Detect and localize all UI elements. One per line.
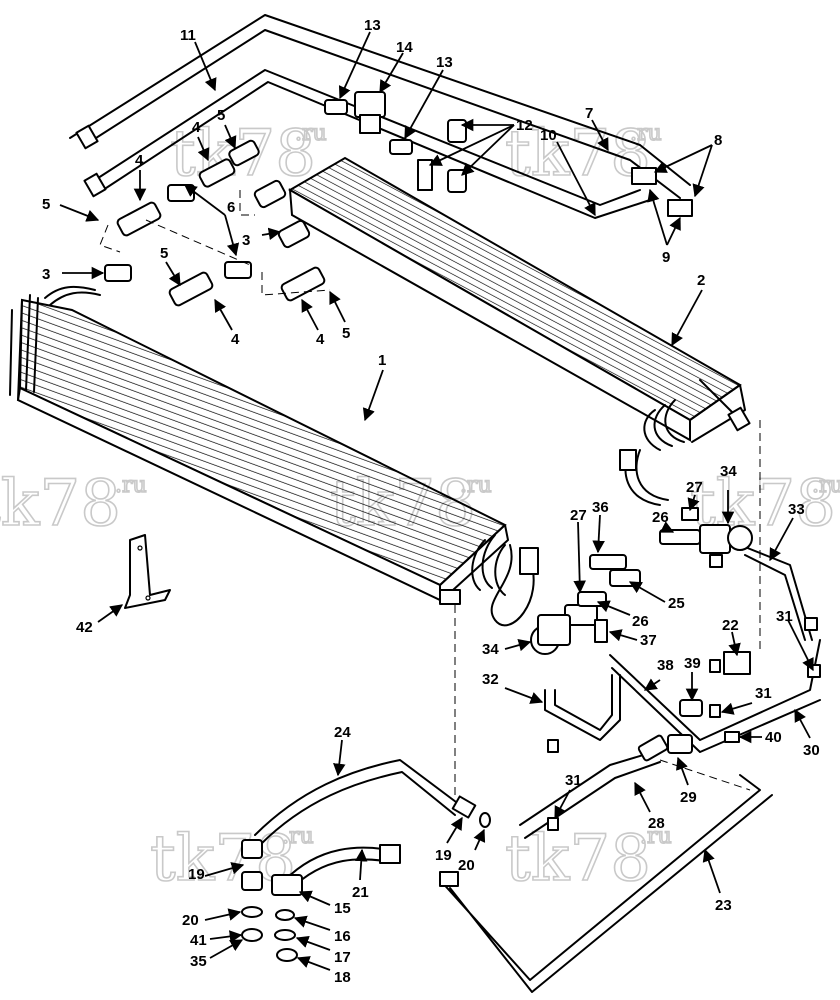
callout-23: 23	[715, 897, 732, 914]
callout-31: 31	[776, 608, 793, 625]
callout-31: 31	[565, 772, 582, 789]
callout-31: 31	[755, 685, 772, 702]
watermark-ru: .ru	[282, 824, 314, 849]
mounting-bracket	[124, 534, 171, 609]
callout-37: 37	[640, 632, 657, 649]
callout-group: 1 2 3 3 4 4 4 4 5 5 5 5 6	[42, 17, 820, 986]
callout-30: 30	[803, 742, 820, 759]
callout-28: 28	[648, 815, 665, 832]
callout-39: 39	[684, 655, 701, 672]
callout-5: 5	[160, 245, 168, 262]
callout-8: 8	[714, 132, 722, 149]
callout-13: 13	[436, 54, 453, 71]
callout-4: 4	[231, 331, 240, 348]
callout-21: 21	[352, 884, 369, 901]
callout-19: 19	[435, 847, 452, 864]
fastener-stacks	[241, 812, 491, 962]
lower-refrigerant-lines	[254, 420, 821, 993]
callout-12: 12	[516, 117, 533, 134]
callout-14: 14	[396, 39, 413, 56]
valve-cluster	[530, 507, 821, 831]
callout-18: 18	[334, 969, 351, 986]
callout-41: 41	[190, 932, 207, 949]
callout-42: 42	[76, 619, 93, 636]
callout-3: 3	[242, 232, 250, 249]
watermark-ru: .ru	[640, 824, 672, 849]
callout-5: 5	[217, 107, 225, 124]
callout-11: 11	[180, 27, 196, 44]
watermark-ru: .ru	[460, 473, 492, 498]
callout-6: 6	[227, 199, 235, 216]
callout-19: 19	[188, 866, 205, 883]
callout-1: 1	[378, 352, 386, 369]
watermark-layer: tk78 .ru tk78 .ru tk78 .ru tk78 .ru tk78…	[0, 116, 840, 897]
callout-5: 5	[342, 325, 350, 342]
watermark-ru: .ru	[115, 473, 147, 498]
callout-32: 32	[482, 671, 499, 688]
callout-24: 24	[334, 724, 351, 741]
watermark-ru: .ru	[295, 121, 327, 146]
callout-40: 40	[765, 729, 782, 746]
callout-13: 13	[364, 17, 381, 34]
callout-33: 33	[788, 501, 805, 518]
callout-22: 22	[722, 617, 739, 634]
rear-evaporator-coil	[288, 156, 751, 506]
callout-26: 26	[632, 613, 649, 630]
callout-4: 4	[135, 152, 144, 169]
callout-38: 38	[657, 657, 674, 674]
callout-34: 34	[720, 463, 737, 480]
callout-35: 35	[190, 953, 207, 970]
callout-3: 3	[42, 266, 50, 283]
callout-9: 9	[662, 249, 670, 266]
callout-5: 5	[42, 196, 50, 213]
watermark-tk78: tk78	[505, 822, 651, 896]
watermark-tk78: tk78	[0, 467, 121, 541]
callout-2: 2	[697, 272, 705, 289]
callout-27: 27	[570, 507, 587, 524]
callout-4: 4	[192, 119, 201, 136]
callout-29: 29	[680, 789, 697, 806]
front-evaporator-coil	[9, 285, 539, 627]
callout-17: 17	[334, 949, 351, 966]
callout-20: 20	[458, 857, 475, 874]
callout-10: 10	[540, 127, 557, 144]
callout-16: 16	[334, 928, 351, 945]
callout-27: 27	[686, 479, 703, 496]
callout-4: 4	[316, 331, 325, 348]
callout-15: 15	[334, 900, 351, 917]
callout-20: 20	[182, 912, 199, 929]
callout-26: 26	[652, 509, 669, 526]
coil-fittings-left	[99, 139, 331, 307]
callout-25: 25	[668, 595, 685, 612]
watermark-ru: .ru	[812, 473, 840, 498]
callout-7: 7	[585, 105, 593, 122]
callout-34: 34	[482, 641, 499, 658]
callout-36: 36	[592, 499, 609, 516]
watermark-tk78: tk78	[505, 117, 651, 191]
